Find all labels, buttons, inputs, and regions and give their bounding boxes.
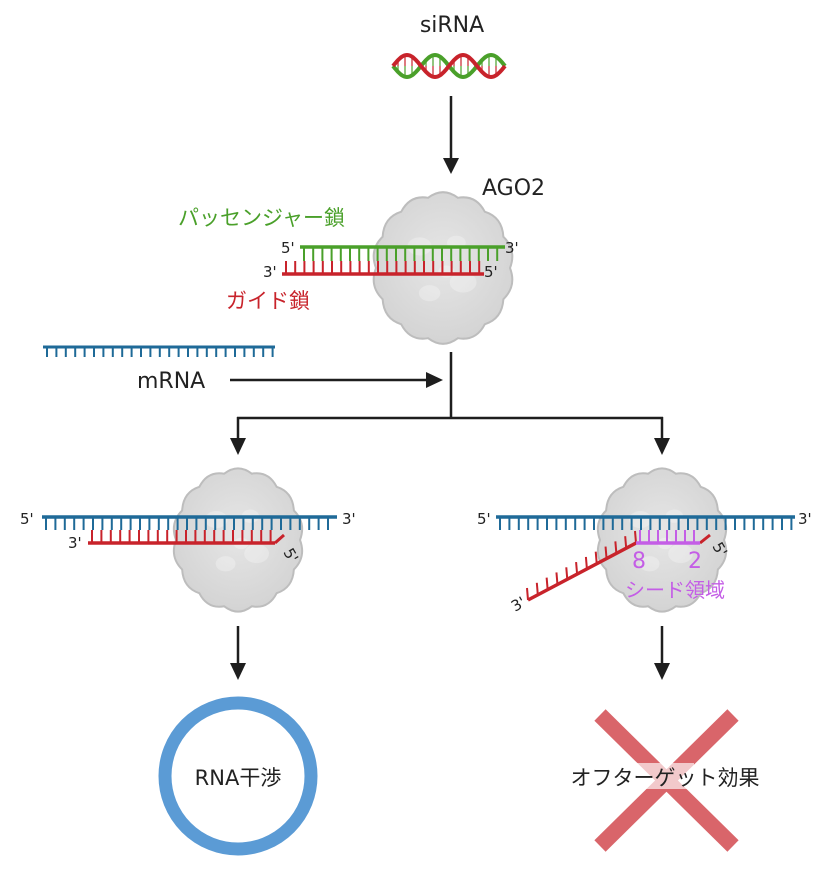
base-tick xyxy=(575,562,579,575)
off-target-label-backdrop xyxy=(636,763,694,789)
arrow-mrna-to-complex xyxy=(230,372,443,388)
guide-5prime-tail xyxy=(699,533,711,545)
protein-texture xyxy=(449,272,477,293)
base-tick xyxy=(545,577,549,590)
mrna-strand-right xyxy=(496,515,795,530)
helix-strand-red xyxy=(391,52,507,80)
guide-strand-right xyxy=(526,530,711,602)
passenger-3prime-label: 3' xyxy=(505,239,519,257)
guide-unpaired-backbone xyxy=(527,541,637,602)
base-tick xyxy=(584,556,588,569)
base-tick xyxy=(634,530,637,544)
off-target-outcome-label: オフターゲット効果 xyxy=(571,766,760,790)
base-tick xyxy=(555,572,559,585)
dna-helix-icon xyxy=(391,52,507,80)
guide-3prime-label: 3' xyxy=(263,263,277,281)
base-tick xyxy=(526,587,529,601)
guide-5prime-label: 5' xyxy=(484,263,498,281)
sirna-title: siRNA xyxy=(420,13,484,38)
protein-body xyxy=(596,467,728,613)
right-mrna-5prime-label: 5' xyxy=(477,510,491,528)
right-mrna-3prime-label: 3' xyxy=(798,510,812,528)
branch-connector xyxy=(230,352,670,455)
passenger-strand xyxy=(300,245,505,261)
guide-strand-left xyxy=(88,530,285,545)
protein-texture xyxy=(668,544,693,564)
mrna-label: mRNA xyxy=(137,369,205,394)
base-tick xyxy=(565,567,569,580)
ago2-protein-icon-left xyxy=(172,467,304,613)
ago2-label: AGO2 xyxy=(482,176,545,201)
base-tick xyxy=(535,582,539,595)
seed-position-2: 2 xyxy=(688,549,702,574)
guide-5prime-tail xyxy=(274,533,285,545)
base-tick xyxy=(604,546,608,559)
right-guide-3prime-label: 3' xyxy=(508,593,529,615)
protein-texture xyxy=(244,544,269,564)
mrna-strand-left xyxy=(42,515,337,530)
guide-strand xyxy=(282,261,484,276)
seed-position-8: 8 xyxy=(632,549,646,574)
left-guide-3prime-label: 3' xyxy=(68,534,82,552)
protein-texture xyxy=(639,556,660,572)
base-tick xyxy=(594,551,598,564)
rnai-success-circle-icon xyxy=(158,696,318,856)
arrow-to-off-target xyxy=(654,626,670,680)
base-tick xyxy=(624,536,628,549)
base-tick xyxy=(614,541,618,554)
left-mrna-5prime-label: 5' xyxy=(20,510,34,528)
passenger-5prime-label: 5' xyxy=(281,239,295,257)
arrow-to-rnai xyxy=(230,626,246,680)
arrow-to-ago2 xyxy=(443,96,459,174)
rnai-outcome-label: RNA干渉 xyxy=(195,766,282,790)
seed-region-label: シード領域 xyxy=(625,578,725,602)
seed-region xyxy=(636,530,700,545)
left-mrna-3prime-label: 3' xyxy=(342,510,356,528)
mrna-strand xyxy=(43,345,275,357)
passenger-strand-label: パッセンジャー鎖 xyxy=(178,206,345,230)
guide-strand-label: ガイド鎖 xyxy=(226,289,310,313)
protein-texture xyxy=(215,556,236,572)
protein-texture xyxy=(418,285,441,302)
